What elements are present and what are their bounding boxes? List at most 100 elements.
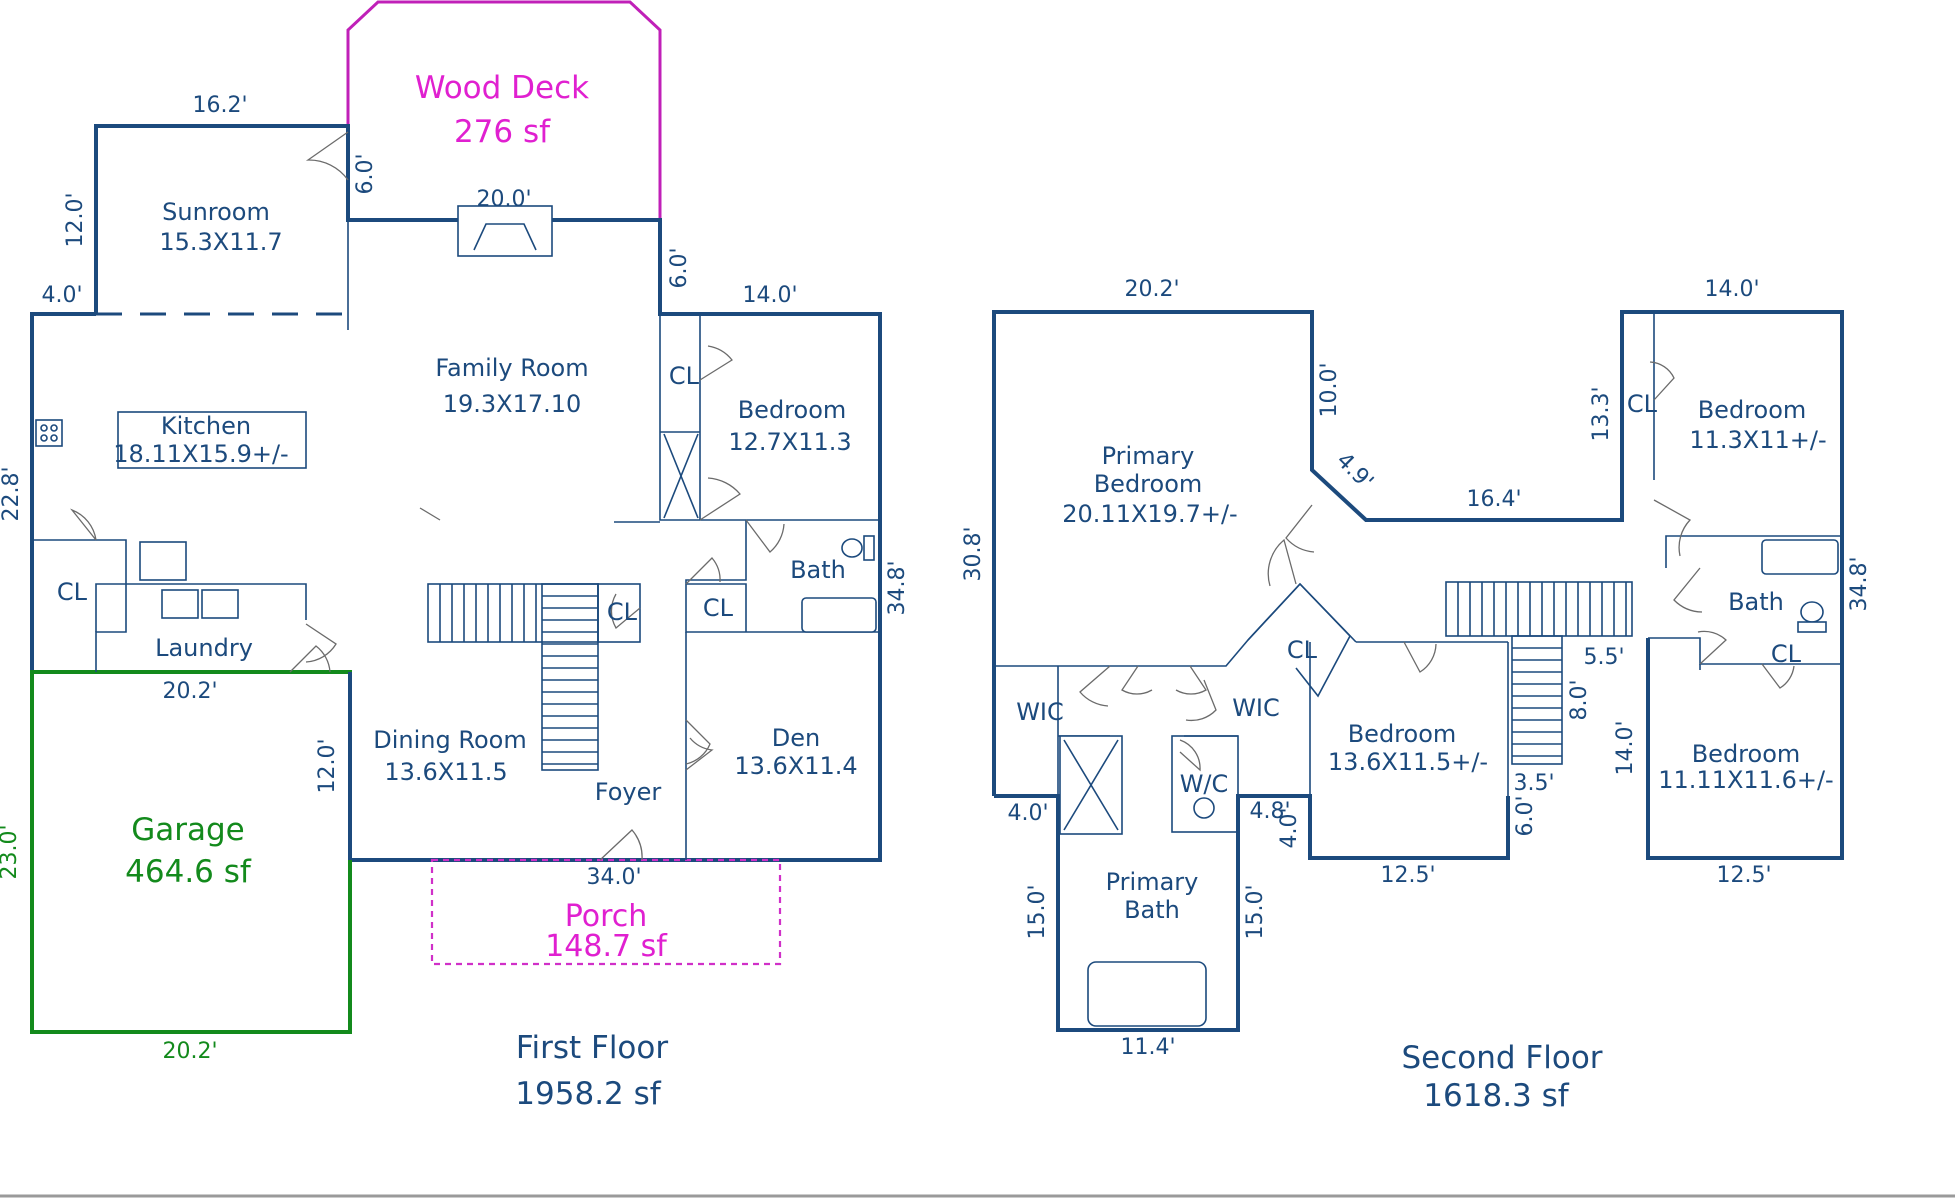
dining-room-size: 13.6X11.5 bbox=[384, 758, 507, 786]
stair-closet bbox=[597, 583, 641, 643]
door-swing bbox=[1673, 567, 1703, 613]
dimension-label: 20.0' bbox=[476, 187, 531, 212]
closet-box bbox=[686, 583, 747, 632]
door-swing bbox=[305, 623, 337, 663]
bedroom-size: 12.7X11.3 bbox=[728, 428, 851, 456]
wc-label: W/C bbox=[1180, 770, 1229, 798]
dimension-label: 22.8' bbox=[0, 466, 24, 521]
dimension-label: 4.0' bbox=[1007, 801, 1048, 826]
door-swing bbox=[1121, 665, 1153, 695]
dimension-label: 4.8' bbox=[1249, 799, 1290, 824]
closet-label: CL bbox=[57, 578, 88, 606]
foyer-label: Foyer bbox=[595, 778, 662, 806]
door-swing bbox=[1761, 663, 1795, 689]
primary-bath-label: Primary bbox=[1106, 868, 1199, 896]
stair-treads-vertical bbox=[542, 595, 598, 765]
primary-bedroom-size: 20.11X19.7+/- bbox=[1062, 500, 1237, 528]
bedroom-size: 11.11X11.6+/- bbox=[1658, 766, 1833, 794]
toilet-tank bbox=[863, 535, 875, 561]
closet-label: CL bbox=[1771, 640, 1802, 668]
dryer-icon bbox=[201, 589, 239, 619]
door-swing bbox=[1175, 665, 1207, 695]
dimension-label: 5.5' bbox=[1583, 645, 1624, 670]
dimension-label: 13.3' bbox=[1589, 386, 1614, 441]
dimension-label: 4.0' bbox=[1277, 807, 1302, 848]
second-floor: Primary Bedroom 20.11X19.7+/- Bedroom 11… bbox=[961, 277, 1872, 1114]
dimension-label: 34.0' bbox=[586, 865, 641, 890]
toilet-icon bbox=[1800, 601, 1824, 623]
bath-label: Bath bbox=[790, 556, 846, 584]
sunroom-size: 15.3X11.7 bbox=[159, 228, 282, 256]
door-swing bbox=[685, 719, 711, 765]
first-floor-area: 1958.2 sf bbox=[515, 1076, 661, 1112]
bedroom-size: 13.6X11.5+/- bbox=[1328, 748, 1488, 776]
stair-treads-horizontal bbox=[439, 584, 537, 642]
bath-wall bbox=[685, 520, 880, 633]
dining-room-label: Dining Room bbox=[373, 726, 526, 754]
cooktop-icon bbox=[35, 419, 63, 447]
dimension-label: 12.5' bbox=[1380, 863, 1435, 888]
door-swing bbox=[1267, 538, 1297, 587]
stairs bbox=[427, 583, 641, 771]
laundry-label: Laundry bbox=[155, 634, 253, 662]
family-room-size: 19.3X17.10 bbox=[443, 390, 582, 418]
dimension-label: 10.0' bbox=[1317, 362, 1342, 417]
burner-icon bbox=[50, 434, 58, 442]
wic-label: WIC bbox=[1016, 698, 1064, 726]
porch-label: Porch bbox=[565, 899, 648, 934]
bathtub bbox=[1761, 539, 1839, 575]
stair-treads-vertical bbox=[1512, 647, 1562, 757]
kitchen-island bbox=[117, 411, 307, 469]
dimension-label: 16.2' bbox=[192, 93, 247, 118]
dimension-label: 3.5' bbox=[1513, 771, 1554, 796]
door-swing bbox=[289, 645, 331, 673]
closet-label: CL bbox=[1627, 390, 1658, 418]
dimension-label: 20.2' bbox=[162, 1039, 217, 1064]
dimension-label: 11.4' bbox=[1120, 1035, 1175, 1060]
closet-wall bbox=[1247, 582, 1357, 643]
porch-area: 148.7 sf bbox=[545, 929, 668, 964]
closet-wall bbox=[1648, 637, 1842, 665]
dimension-label: 34.8' bbox=[885, 560, 910, 615]
dimension-label: 12.5' bbox=[1716, 863, 1771, 888]
door-swing bbox=[1179, 739, 1201, 772]
stair-landing bbox=[1445, 581, 1633, 637]
door-swing bbox=[419, 507, 441, 521]
bathtub bbox=[1087, 961, 1207, 1027]
dimension-label: 30.8' bbox=[961, 526, 986, 581]
dimension-label: 12.0' bbox=[63, 192, 88, 247]
dimension-label: 34.8' bbox=[1847, 556, 1872, 611]
door-swing bbox=[1285, 504, 1315, 553]
door-swing bbox=[1653, 499, 1692, 557]
toilet-tank bbox=[1797, 621, 1827, 633]
washer-icon bbox=[161, 589, 199, 619]
wood-deck-outline bbox=[346, 0, 662, 220]
dimension-label: 14.0' bbox=[1613, 720, 1638, 775]
door-swing bbox=[305, 131, 349, 181]
dimension-label: 20.2' bbox=[1124, 277, 1179, 302]
stair-run bbox=[1511, 635, 1563, 765]
den-size: 13.6X11.4 bbox=[734, 752, 857, 780]
bedroom-label: Bedroom bbox=[1348, 720, 1457, 748]
garage-area: 464.6 sf bbox=[125, 854, 252, 890]
kitchen-size: 18.11X15.9+/- bbox=[113, 440, 288, 468]
fireplace-firebox bbox=[473, 223, 537, 251]
bathtub bbox=[801, 597, 877, 633]
den-label: Den bbox=[772, 724, 820, 752]
door-swing bbox=[685, 737, 714, 771]
dimension-label: 23.0' bbox=[0, 824, 22, 879]
bedroom-size: 11.3X11+/- bbox=[1689, 426, 1826, 454]
door-swing bbox=[610, 593, 641, 629]
bedroom-label: Bedroom bbox=[1698, 396, 1807, 424]
bedroom-label: Bedroom bbox=[1692, 740, 1801, 768]
door-swing bbox=[1697, 630, 1727, 665]
bedroom-label: Bedroom bbox=[738, 396, 847, 424]
second-floor-title: Second Floor bbox=[1401, 1040, 1602, 1076]
first-floor-exterior-wall bbox=[94, 124, 882, 862]
laundry-wall bbox=[95, 583, 307, 632]
bath-wall bbox=[1665, 535, 1842, 568]
dimension-label: 15.0' bbox=[1025, 884, 1050, 939]
sunroom-label: Sunroom bbox=[162, 198, 270, 226]
dimension-label: 6.0' bbox=[667, 247, 692, 288]
